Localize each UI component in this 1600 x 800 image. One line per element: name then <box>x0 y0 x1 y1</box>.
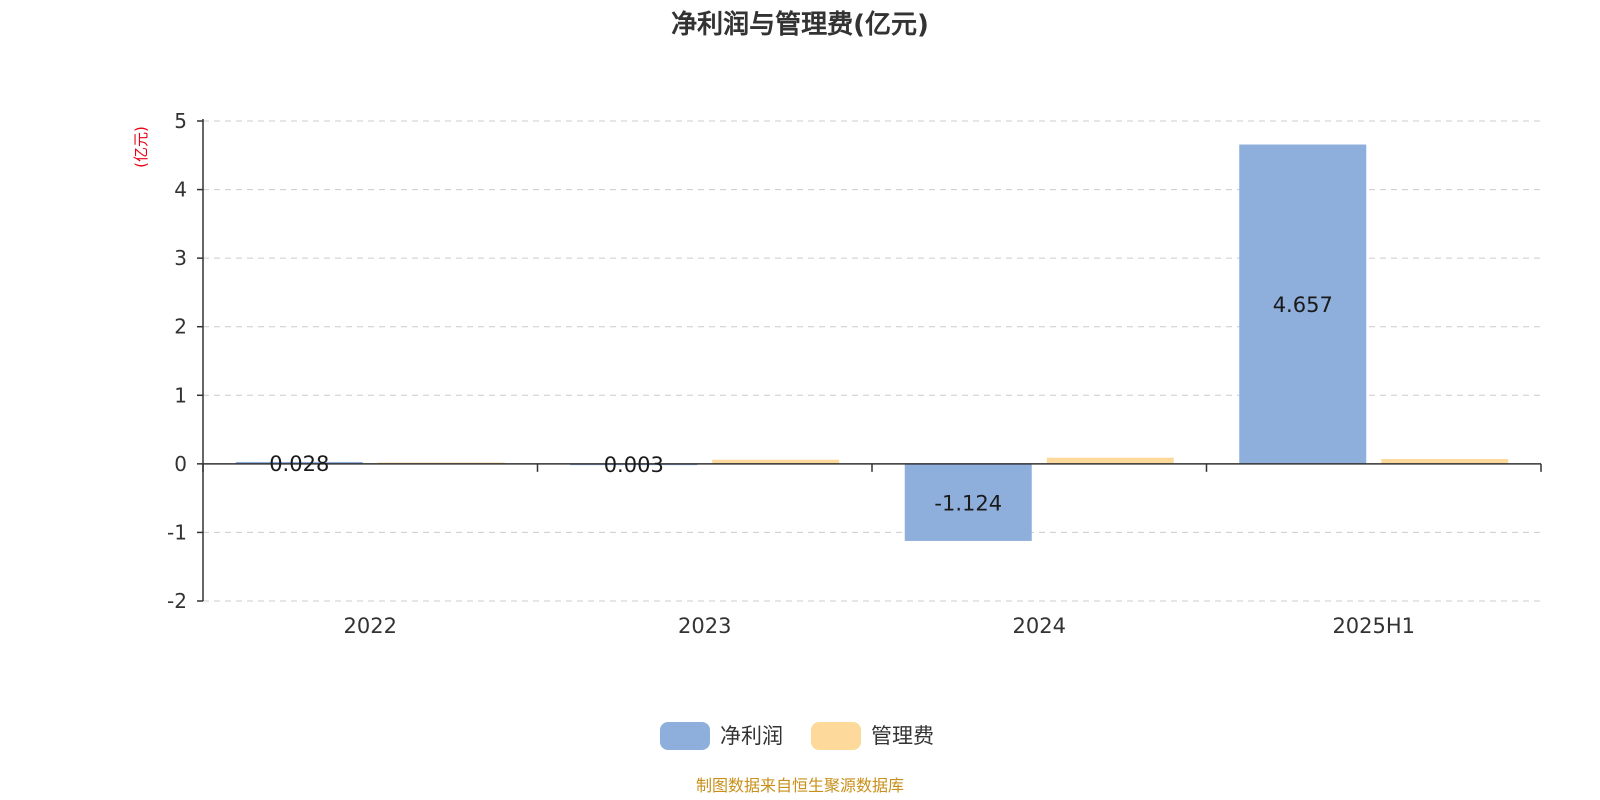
bar-管理费-2025H1 <box>1381 459 1509 464</box>
x-category-label: 2024 <box>1013 614 1066 638</box>
y-tick-label: 0 <box>174 452 187 476</box>
y-tick-label: -2 <box>167 589 187 613</box>
y-tick-label: 4 <box>174 178 187 202</box>
y-tick-label: 5 <box>174 109 187 133</box>
bar-净利润-2025H1 <box>1239 144 1367 464</box>
y-tick-label: -1 <box>167 520 187 544</box>
x-category-label: 2025H1 <box>1332 614 1415 638</box>
data-label-2025H1: 4.657 <box>1273 293 1333 317</box>
x-category-label: 2023 <box>678 614 731 638</box>
legend: 净利润 管理费 <box>660 722 934 750</box>
y-axis-unit-label: (亿元) <box>132 126 150 168</box>
bar-管理费-2024 <box>1046 457 1174 464</box>
legend-swatch-净利润 <box>660 722 710 750</box>
y-tick-label: 3 <box>174 246 187 270</box>
bar-管理费-2023 <box>712 459 840 464</box>
y-tick-label: 1 <box>174 383 187 407</box>
data-label-2024: -1.124 <box>934 491 1002 515</box>
data-label-2023: 0.003 <box>604 453 664 477</box>
axes: 5 4 3 2 1 0 -1 -2 2022 2023 2024 2025H1 <box>167 109 1542 638</box>
data-label-2022: 0.028 <box>269 452 329 476</box>
x-category-label: 2022 <box>344 614 397 638</box>
legend-label-管理费: 管理费 <box>871 724 934 748</box>
legend-swatch-管理费 <box>811 722 861 750</box>
bars <box>235 144 1509 541</box>
bar-净利润-2024 <box>904 463 1032 541</box>
chart-title: 净利润与管理费(亿元) <box>671 9 929 40</box>
y-tick-label: 2 <box>174 315 187 339</box>
bar-净利润-2022 <box>235 461 363 464</box>
data-labels: 0.028 0.003 -1.124 4.657 <box>269 293 1333 515</box>
data-source-note: 制图数据来自恒生聚源数据库 <box>696 776 904 795</box>
legend-label-净利润: 净利润 <box>720 724 783 748</box>
